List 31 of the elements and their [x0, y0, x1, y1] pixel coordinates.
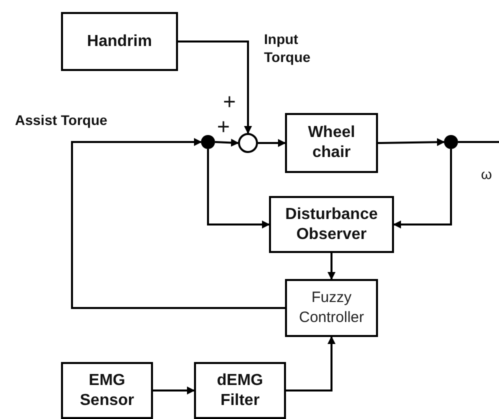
block-label: Handrim — [87, 32, 152, 52]
signal-label: ω — [481, 166, 492, 182]
sign-label: + — [223, 90, 236, 114]
controller-box — [285, 279, 378, 337]
arrow — [258, 139, 286, 147]
junction-dot — [444, 135, 458, 149]
sign-label: + — [217, 115, 230, 139]
arrow — [214, 138, 239, 147]
block-box — [269, 196, 394, 253]
arrow — [328, 253, 336, 280]
block-label: dEMG Filter — [216, 370, 264, 410]
arrow — [393, 149, 452, 228]
block-label: Wheel chair — [306, 123, 356, 163]
block-box — [285, 113, 378, 173]
arrow — [71, 138, 285, 309]
block-label: EMG Sensor — [78, 370, 136, 410]
block-label: Disturbance Observer — [284, 204, 379, 244]
signal-label: Input Torque — [264, 30, 312, 66]
signal-label: Assist Torque — [15, 111, 108, 129]
arrow — [207, 149, 270, 228]
arrow — [178, 40, 252, 134]
filter-box — [194, 362, 286, 419]
block-box — [61, 362, 153, 419]
arrow — [286, 336, 336, 392]
summing-junction — [238, 133, 258, 153]
arrow — [153, 386, 195, 394]
junction-dot — [201, 135, 215, 149]
block-box — [61, 12, 178, 71]
arrow — [378, 138, 445, 146]
signal-line — [458, 141, 499, 143]
block-label: Fuzzy Controller — [298, 288, 366, 328]
